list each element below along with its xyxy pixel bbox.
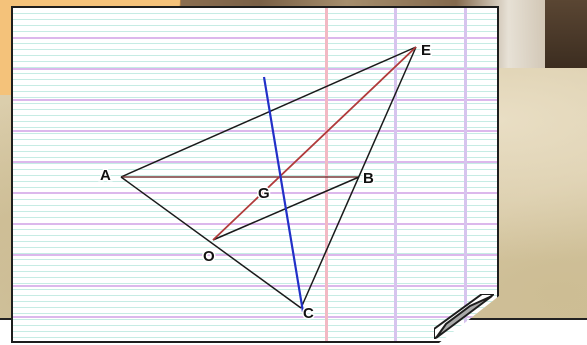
segment-AC: [120, 176, 302, 309]
point-label-B: B: [363, 170, 374, 187]
segment-AE: [120, 46, 417, 178]
point-label-G: G: [258, 185, 270, 202]
background-photo-edge: [545, 0, 587, 68]
point-label-A: A: [100, 167, 111, 184]
point-label-E: E: [421, 42, 431, 59]
point-label-O: O: [203, 248, 215, 265]
notebook-paper: [11, 6, 499, 343]
page-curl-icon: [434, 294, 494, 339]
point-label-C: C: [303, 305, 314, 322]
segment-OE: [212, 46, 417, 241]
median-line-through-G: [262, 76, 305, 313]
